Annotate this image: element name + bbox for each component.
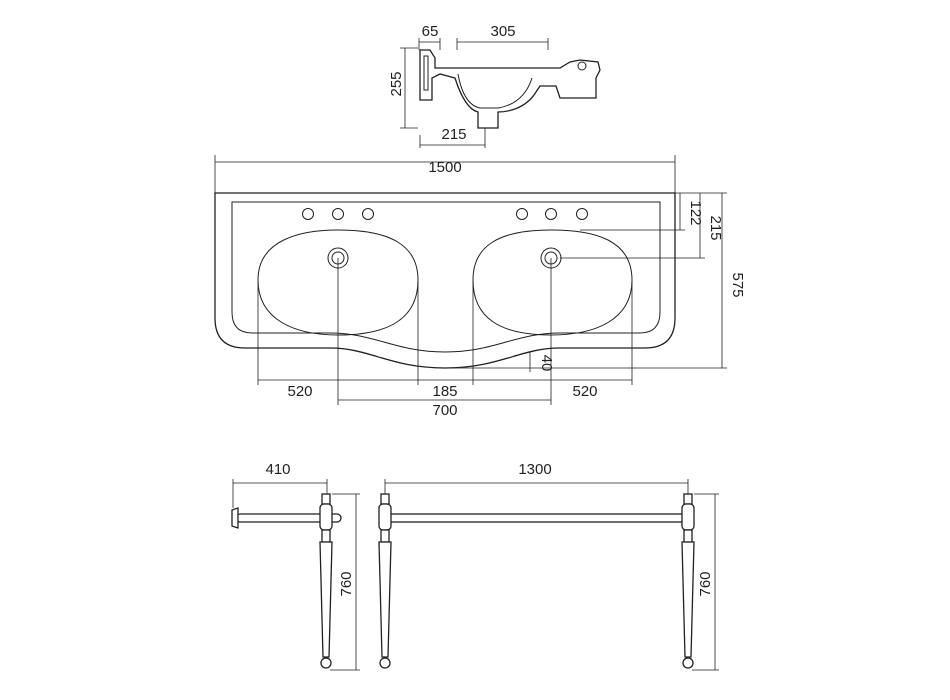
dim-front-curve: 40 xyxy=(538,355,555,372)
stand-front-view: 1300 760 xyxy=(378,461,719,671)
dim-stand-side-height: 760 xyxy=(338,571,355,596)
basin-section-inner xyxy=(423,55,533,109)
dim-depth: 575 xyxy=(729,272,746,297)
basin-section-profile xyxy=(419,49,601,129)
section-view: 255 65 305 215 xyxy=(388,23,601,148)
dim-section-wall: 65 xyxy=(422,23,439,40)
plan-view: 1500 122 215 575 40 520 185 520 700 xyxy=(214,155,746,419)
dim-drain-spacing: 700 xyxy=(432,402,457,419)
basin-outline xyxy=(214,192,676,369)
dim-drain-from-back: 215 xyxy=(707,215,724,240)
dim-section-height: 255 xyxy=(388,71,405,96)
dim-stand-depth: 410 xyxy=(265,461,290,478)
dim-section-bowl: 305 xyxy=(490,23,515,40)
dim-tap-holes: 122 xyxy=(687,200,704,225)
front-leg-right xyxy=(681,493,695,669)
basin-rim xyxy=(231,201,661,353)
overflow-detail xyxy=(577,61,587,71)
front-rail xyxy=(389,513,685,523)
dim-basin-gap: 185 xyxy=(432,383,457,400)
dim-total-width: 1500 xyxy=(428,159,461,176)
side-leg xyxy=(319,493,333,669)
stand-side-view: 410 760 xyxy=(231,461,360,671)
tap-holes xyxy=(302,208,588,220)
dim-basin-left: 520 xyxy=(287,383,312,400)
dim-section-drain: 215 xyxy=(441,126,466,143)
dim-stand-width: 1300 xyxy=(518,461,551,478)
front-leg-left xyxy=(378,493,392,669)
dim-stand-front-height: 760 xyxy=(697,571,714,596)
dim-basin-right: 520 xyxy=(572,383,597,400)
wall-bracket xyxy=(231,507,239,529)
